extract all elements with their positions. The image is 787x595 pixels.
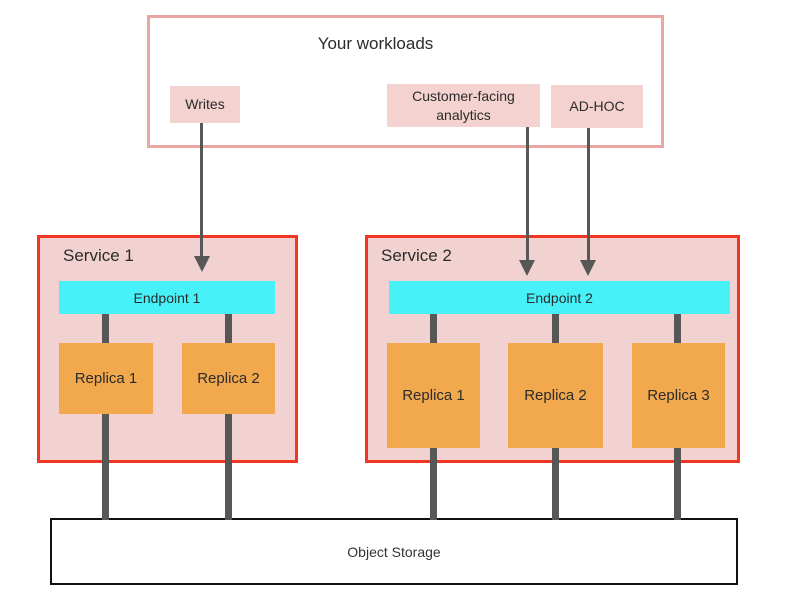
connector-endpoint2-replica3	[674, 310, 681, 346]
workload-ad-hoc: AD-HOC	[551, 85, 643, 128]
arrow-analytics-to-endpoint2-head-icon	[519, 260, 535, 276]
connector-s2-replica1-storage	[430, 444, 437, 520]
connector-s2-replica2-storage	[552, 444, 559, 520]
workload-writes: Writes	[170, 86, 240, 123]
service-1-replica-1: Replica 1	[59, 343, 153, 414]
arrow-writes-to-endpoint1-head-icon	[194, 256, 210, 272]
endpoint-1: Endpoint 1	[59, 281, 275, 314]
arrow-writes-to-endpoint1-line	[200, 123, 203, 256]
service-1-label: Service 1	[63, 246, 134, 265]
object-storage-box	[50, 518, 738, 585]
service-2-replica-2: Replica 2	[508, 343, 603, 448]
connector-endpoint2-replica2	[552, 310, 559, 346]
connector-endpoint1-replica1	[102, 310, 109, 346]
service-1-replica-2: Replica 2	[182, 343, 275, 414]
workloads-title: Your workloads	[317, 34, 434, 53]
connector-s1-replica1-storage	[102, 410, 109, 520]
connector-endpoint1-replica2	[225, 310, 232, 346]
service-2-label: Service 2	[381, 246, 452, 265]
connector-endpoint2-replica1	[430, 310, 437, 346]
endpoint-2: Endpoint 2	[389, 281, 730, 314]
arrow-analytics-to-endpoint2-line	[526, 127, 529, 260]
arrow-adhoc-to-endpoint2-line	[587, 128, 590, 260]
connector-s1-replica2-storage	[225, 410, 232, 520]
connector-s2-replica3-storage	[674, 444, 681, 520]
service-2-replica-1: Replica 1	[387, 343, 480, 448]
service-2-replica-3: Replica 3	[632, 343, 725, 448]
object-storage-label: Object Storage	[347, 543, 441, 560]
workload-customer-facing-analytics: Customer-facing analytics	[387, 84, 540, 127]
arrow-adhoc-to-endpoint2-head-icon	[580, 260, 596, 276]
